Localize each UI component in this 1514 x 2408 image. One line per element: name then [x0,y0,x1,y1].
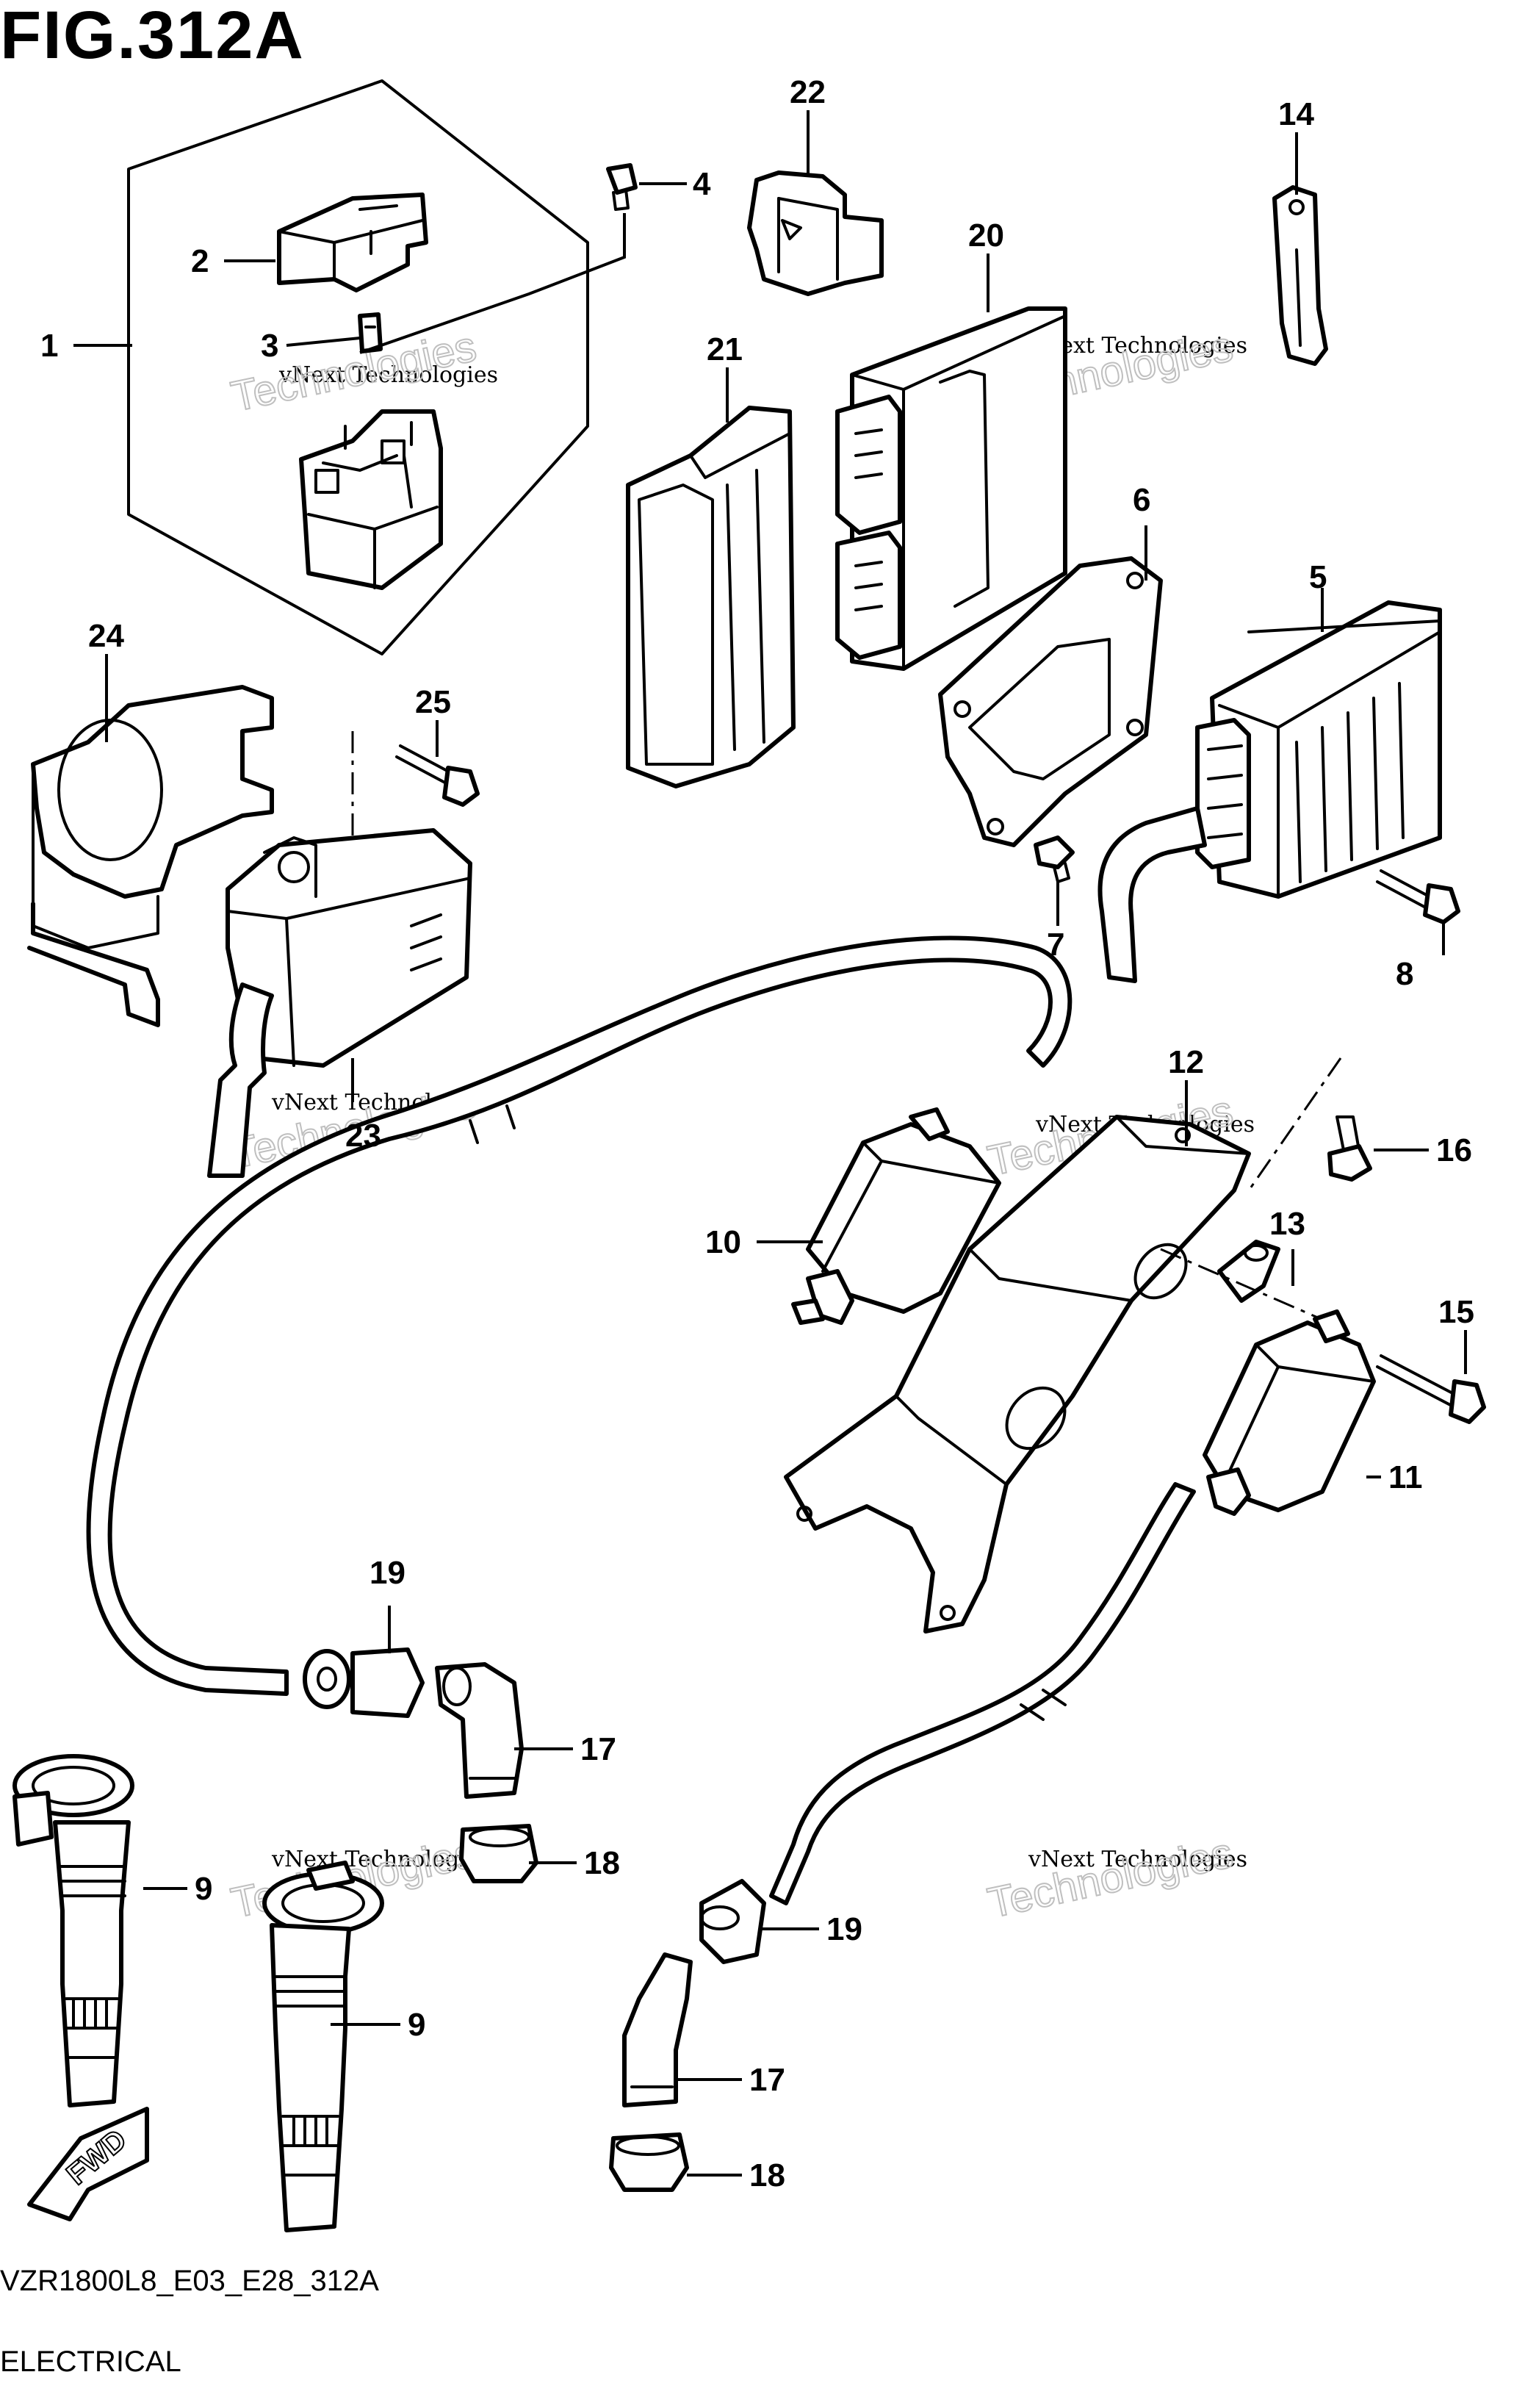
callout-11: 11 [1388,1459,1423,1495]
ignition-lead-right [769,1482,1196,1905]
callout-20: 20 [968,218,1004,254]
callout-18-lower: 18 [749,2157,785,2193]
leader-lines [73,110,1467,2177]
spacer-collar [1217,1240,1280,1303]
callout-18-upper: 18 [584,1845,620,1881]
watermark-text: vNext Technologies [271,1847,491,1872]
bolt-8 [1376,869,1460,924]
holder-bracket [27,685,274,1027]
seal-ring-18-upper [459,1824,538,1883]
regulator-rectifier [1097,600,1442,983]
ignition-lead-left [86,935,1073,1696]
ignition-coil-11 [1203,1309,1376,1516]
callout-21: 21 [707,331,743,367]
plug-boot-19-upper [303,1647,425,1718]
callout-22: 22 [790,74,826,110]
rubber-strap [1272,185,1328,366]
watermark-text: vNext Technologies [278,362,498,388]
callout-23: 23 [345,1118,381,1154]
fuse [358,312,383,353]
regulator-bracket [938,556,1163,847]
ecm-cover [626,406,796,788]
callout-6: 6 [1133,482,1150,518]
watermark-low-right: vNext Technologies Technologies [983,1828,1247,1928]
watermark-outline-text: Technologies [984,1829,1237,1927]
screw-4 [606,163,638,211]
ignition-coil-10 [791,1107,1001,1325]
callout-16: 16 [1436,1132,1472,1168]
plug-cap-17-lower [622,1952,693,2107]
callout-19-upper: 19 [370,1555,405,1591]
callout-5: 5 [1309,559,1327,595]
callout-17-upper: 17 [580,1731,616,1767]
stick-coil-9-left [12,1754,134,2107]
callout-13: 13 [1269,1206,1305,1242]
fwd-arrow-icon [27,2107,149,2221]
callout-10: 10 [705,1224,741,1260]
model-code: VZR1800L8_E03_E28_312A [0,2265,379,2297]
plug-boot-19-lower [699,1879,766,1964]
callout-24: 24 [88,618,124,654]
bolt-16 [1327,1115,1372,1182]
callout-3: 3 [261,328,278,364]
callout-15: 15 [1438,1294,1474,1330]
callout-1: 1 [40,328,58,364]
spacer-centerline [1160,1248,1330,1324]
section-title: ELECTRICAL [0,2346,181,2378]
bolt-25 [395,744,480,807]
bolt-16-centerline [1247,1057,1342,1191]
relay-module [747,170,884,296]
signal-module [207,828,472,1178]
callout-25: 25 [415,684,451,720]
relay-body [299,409,443,590]
figure-title: FIG.312A [0,0,305,73]
callout-19-lower: 19 [826,1911,862,1947]
starter-relay-assembly [127,79,626,655]
stick-coil-9-right [262,1861,384,2232]
ecm-unit [835,306,1067,671]
callout-9-right: 9 [408,2007,425,2043]
plug-cap-17-upper [435,1662,524,1799]
assembly-outline [127,79,589,655]
callout-12: 12 [1168,1044,1204,1080]
fwd-arrow-badge: FWD [27,2107,149,2221]
bolt-7 [1034,835,1075,883]
callout-labels: 1 2 3 4 5 6 7 8 9 9 10 11 12 13 14 15 16… [40,74,1474,2193]
callout-4: 4 [693,166,711,202]
seal-ring-18-lower [609,2132,689,2192]
callout-8: 8 [1396,956,1413,992]
relay-cover [277,193,428,292]
callout-14: 14 [1278,96,1314,132]
bolt-15 [1376,1354,1486,1424]
coil-bracket [784,1115,1251,1634]
callout-2: 2 [191,243,209,279]
watermark-text: vNext Technologies [1028,1847,1247,1872]
callout-9-left: 9 [195,1871,212,1907]
callout-7: 7 [1047,927,1064,963]
callout-17-lower: 17 [749,2062,785,2098]
